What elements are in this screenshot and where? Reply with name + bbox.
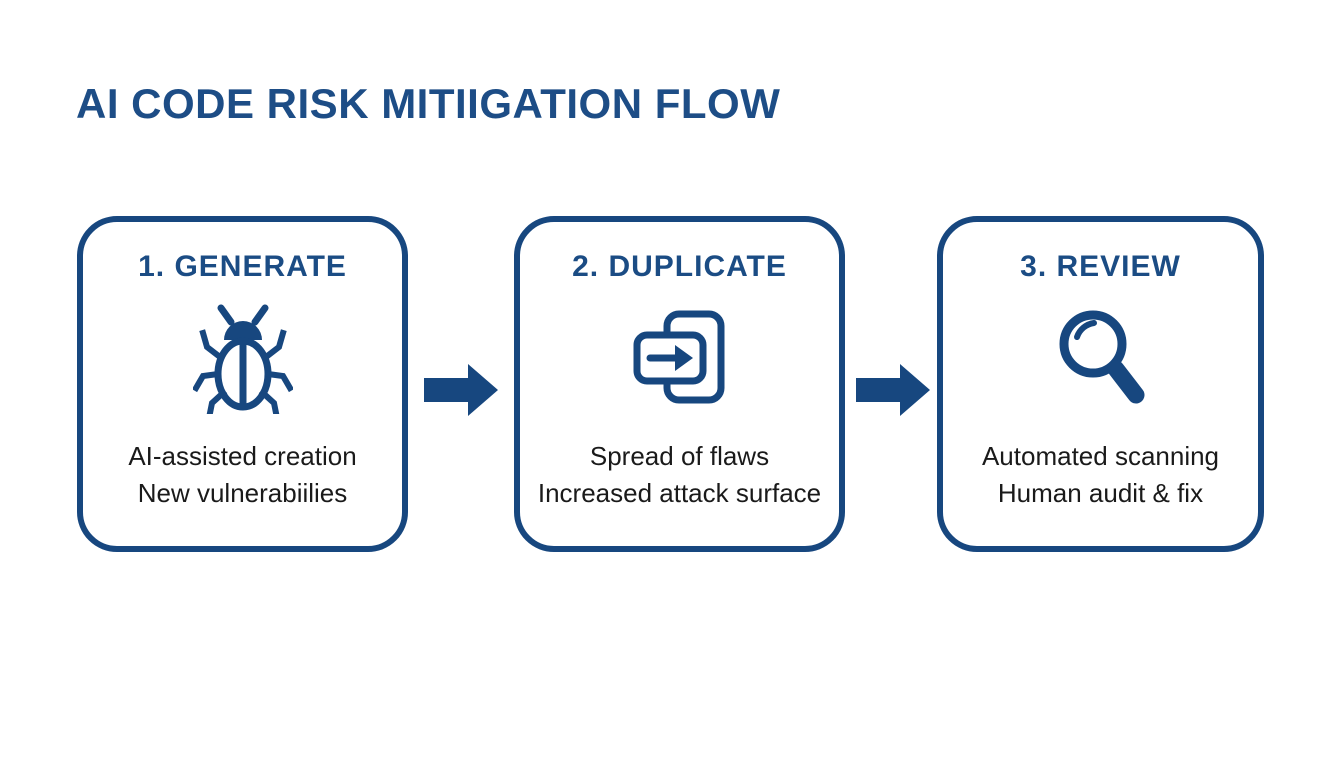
arrow-right-icon (424, 364, 498, 416)
step-line: Human audit & fix (997, 478, 1204, 508)
magnifier-icon (1051, 302, 1151, 414)
duplicate-icon (631, 302, 729, 414)
bug-icon (192, 302, 293, 414)
step-line: Automated scanning (981, 441, 1220, 471)
step-description: AI-assisted creation New vulnerabiilies (128, 438, 356, 512)
step-heading: 1. GENERATE (138, 250, 347, 283)
step-description: Automated scanning Human audit & fix (982, 438, 1219, 512)
step-line: New vulnerabiilies (137, 478, 348, 508)
step-line: Spread of flaws (589, 441, 770, 471)
step-card-duplicate: 2. DUPLICATE Spread of flaws Increased a… (514, 216, 845, 552)
step-heading: 2. DUPLICATE (572, 250, 787, 283)
page-title: AI CODE RISK MITIIGATION FLOW (76, 80, 781, 127)
step-line: AI-assisted creation (128, 441, 357, 471)
step-card-review: 3. REVIEW Automated scanning Human audit… (937, 216, 1264, 552)
step-card-generate: 1. GENERATE AI-assist (77, 216, 408, 552)
arrow-right-icon (856, 364, 930, 416)
step-heading: 3. REVIEW (1020, 250, 1181, 283)
step-description: Spread of flaws Increased attack surface (538, 438, 821, 512)
step-line: Increased attack surface (537, 478, 822, 508)
